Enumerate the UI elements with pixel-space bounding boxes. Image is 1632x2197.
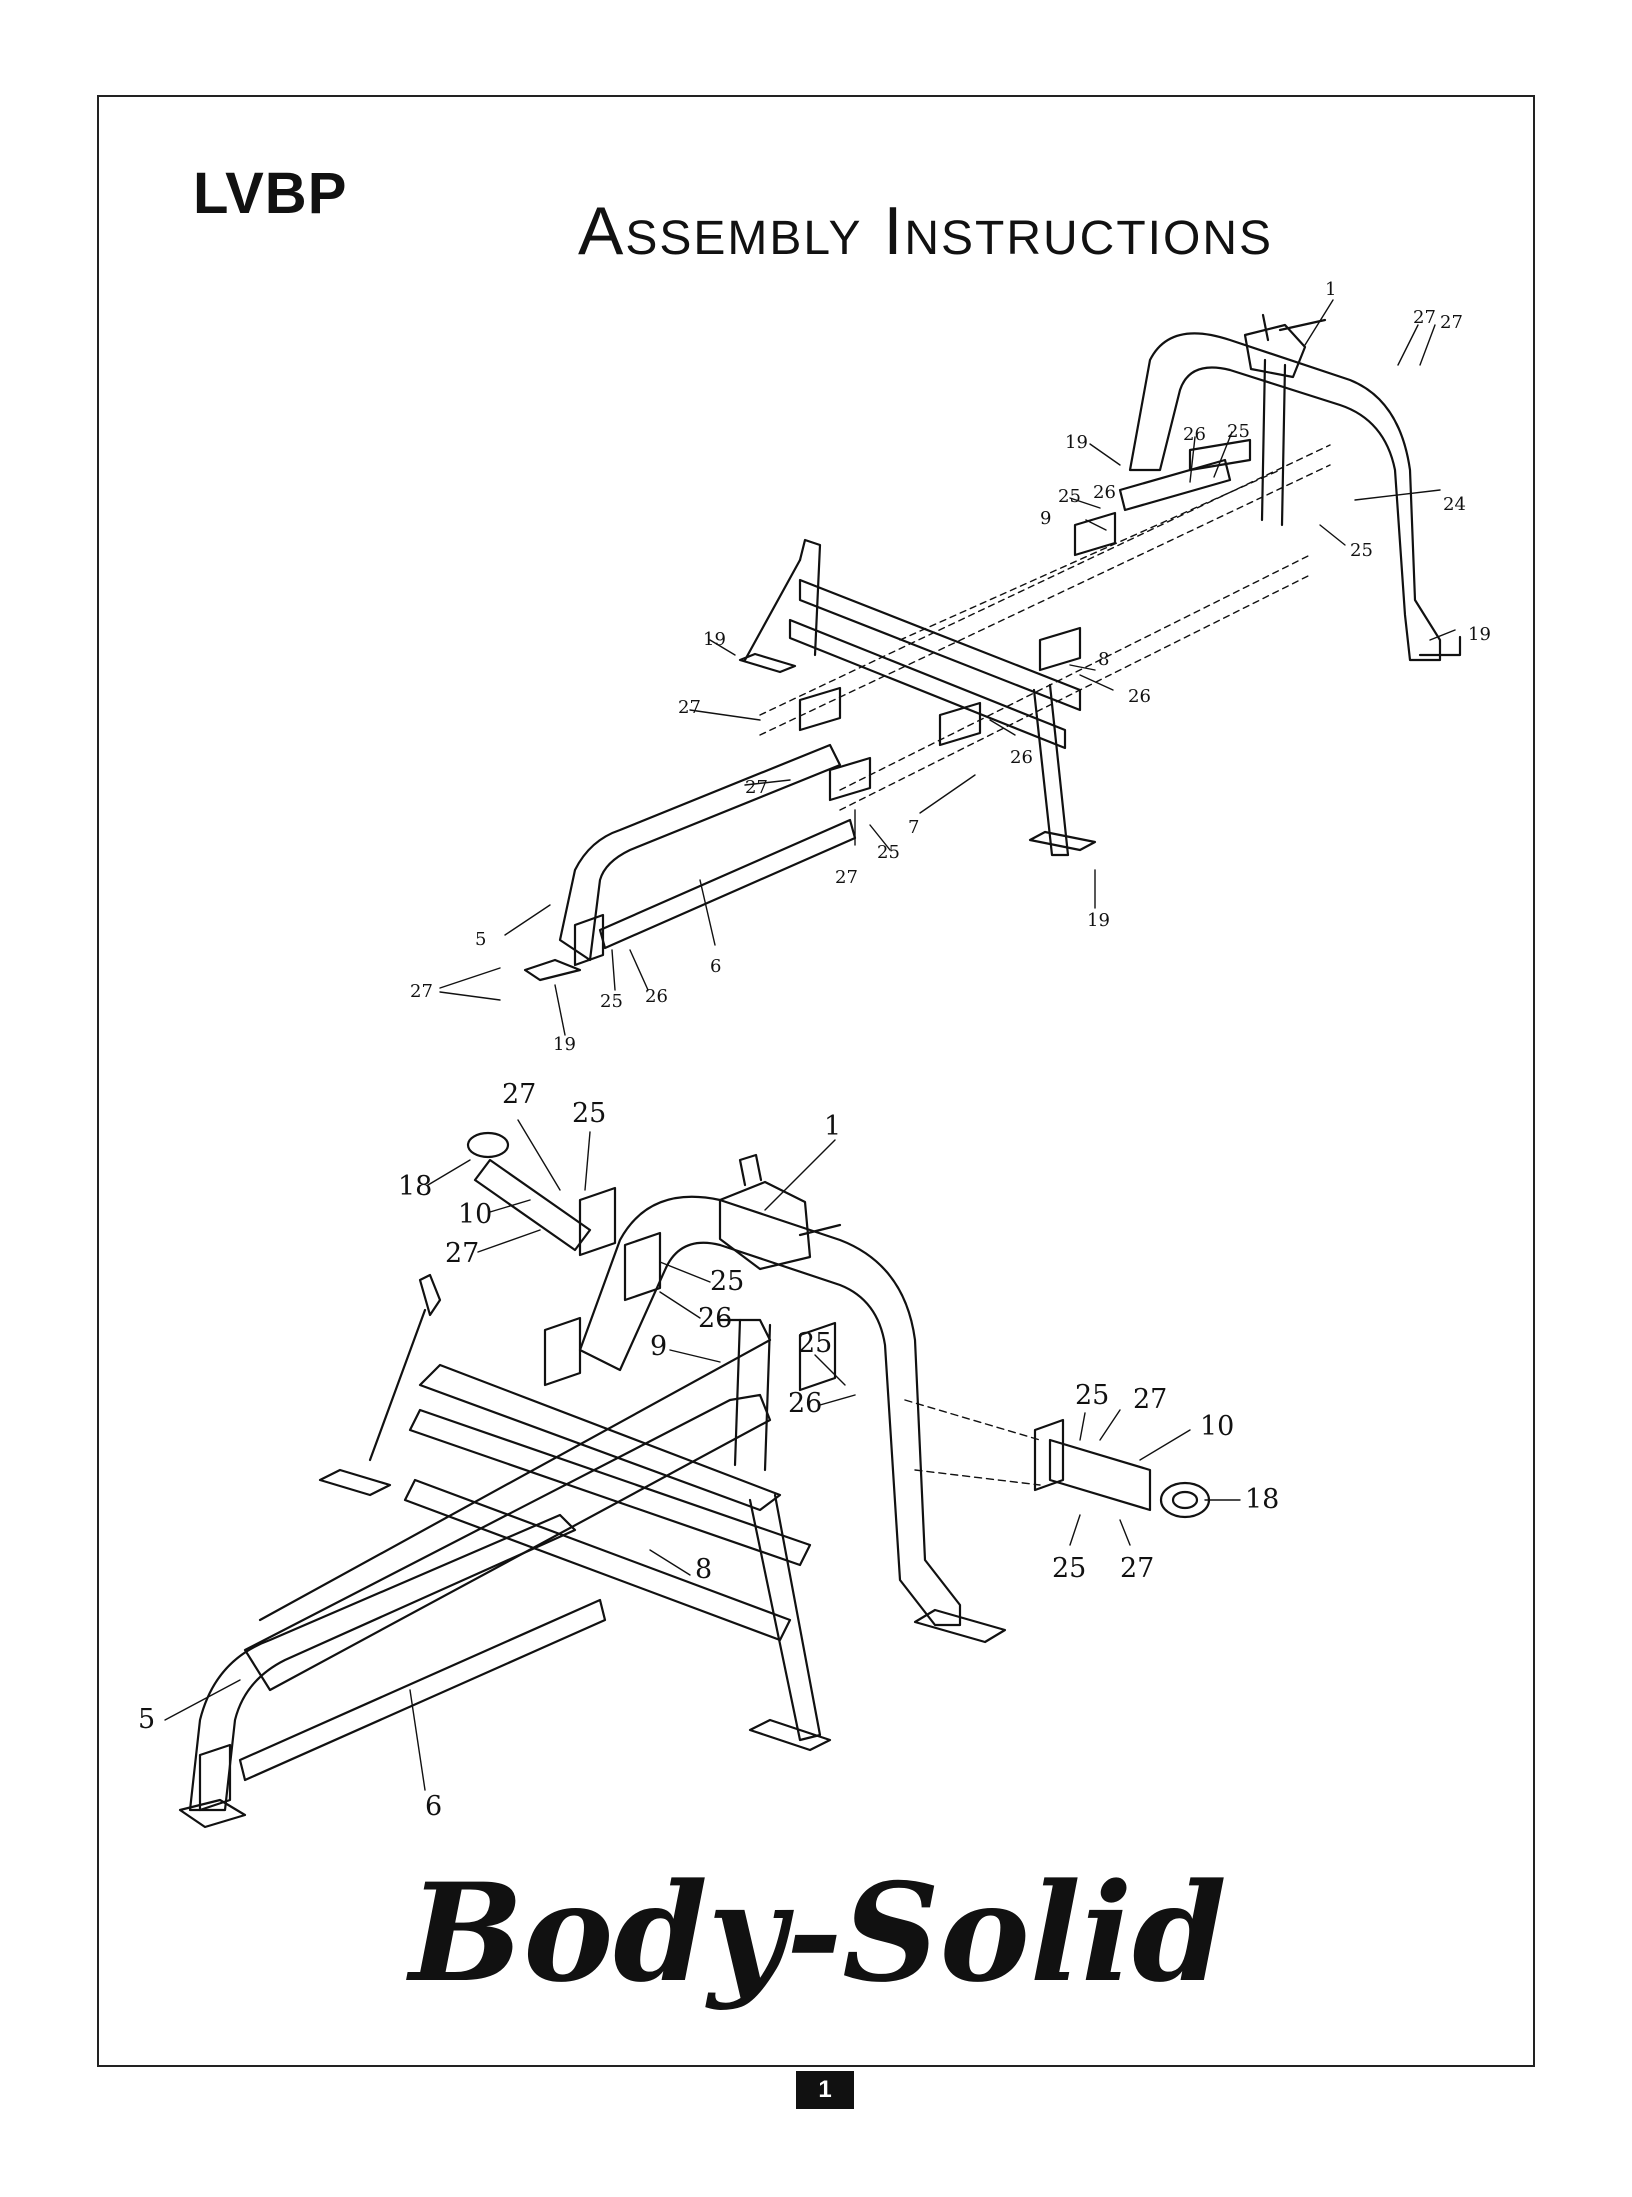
callout-label: 27: [410, 981, 433, 1002]
callout-label: 5: [138, 1704, 155, 1735]
callout-label: 19: [553, 1034, 576, 1055]
callout-label: 25: [710, 1266, 744, 1297]
callout-label: 6: [425, 1791, 442, 1822]
callout-label: 24: [1443, 494, 1466, 515]
callout-label: 25: [1075, 1380, 1109, 1411]
callout-label: 27: [678, 697, 701, 718]
callout-label: 25: [798, 1328, 832, 1359]
callout-label: 18: [398, 1171, 432, 1202]
callout-label: 27: [1413, 307, 1436, 328]
callout-label: 27: [745, 777, 768, 798]
callout-label: 25: [600, 991, 623, 1012]
svg-text:Body-Solid: Body-Solid: [405, 1853, 1227, 2012]
page-number: 1: [796, 2071, 854, 2109]
callout-label: 9: [1040, 508, 1051, 529]
exploded-view-callouts: 1 27 27 19 26 25 25 26 9 24 25 19 19 8 2…: [410, 279, 1491, 1055]
callout-label: 19: [1065, 432, 1088, 453]
exploded-view-drawing: [440, 300, 1460, 1035]
callout-label: 10: [458, 1199, 492, 1230]
callout-label: 27: [835, 867, 858, 888]
callout-label: 1: [1325, 279, 1336, 300]
callout-label: 8: [695, 1554, 712, 1585]
callout-label: 27: [445, 1238, 479, 1269]
callout-label: 26: [1183, 424, 1206, 445]
callout-label: 5: [475, 929, 486, 950]
callout-label: 10: [1200, 1411, 1234, 1442]
body-solid-logo: Body-Solid: [398, 1850, 1238, 2040]
callout-label: 25: [1058, 486, 1081, 507]
callout-label: 27: [1440, 312, 1463, 333]
callout-label: 26: [698, 1303, 732, 1334]
callout-label: 6: [710, 956, 721, 977]
callout-label: 26: [1010, 747, 1033, 768]
callout-label: 1: [824, 1111, 841, 1142]
callout-label: 18: [1245, 1484, 1279, 1515]
assembled-view-callouts: 27 25 1 18 10 27 25 26 9 25 26 25 27 10 …: [138, 1079, 1279, 1822]
callout-label: 26: [788, 1388, 822, 1419]
callout-label: 9: [650, 1331, 667, 1362]
callout-label: 19: [1087, 910, 1110, 931]
callout-label: 25: [1350, 540, 1373, 561]
callout-label: 25: [1052, 1553, 1086, 1584]
callout-label: 27: [502, 1079, 536, 1110]
callout-label: 8: [1098, 649, 1109, 670]
callout-label: 26: [1128, 686, 1151, 707]
callout-label: 27: [1120, 1553, 1154, 1584]
callout-label: 19: [703, 629, 726, 650]
callout-label: 19: [1468, 624, 1491, 645]
callout-label: 27: [1133, 1384, 1167, 1415]
callout-label: 7: [908, 817, 919, 838]
callout-label: 26: [645, 986, 668, 1007]
assembled-view-drawing: [165, 1120, 1240, 1827]
callout-label: 25: [572, 1098, 606, 1129]
callout-label: 26: [1093, 482, 1116, 503]
callout-label: 25: [877, 842, 900, 863]
callout-label: 25: [1227, 421, 1250, 442]
